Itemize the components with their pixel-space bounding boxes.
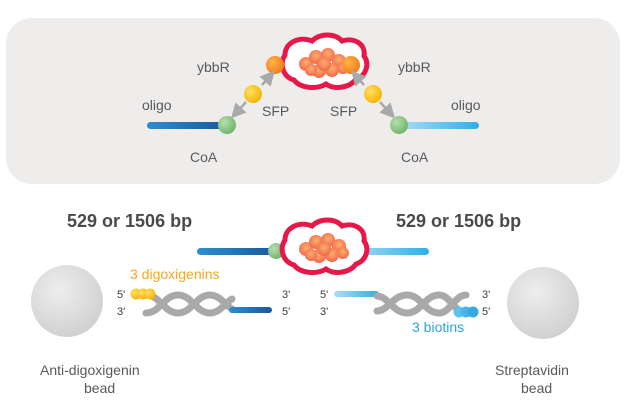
right-bead-label-line2: bead bbox=[521, 380, 553, 396]
arrow-right-up bbox=[351, 70, 367, 87]
arrow-left-up bbox=[259, 70, 275, 87]
ybbr-tag-right bbox=[342, 56, 360, 74]
coa-right bbox=[390, 116, 408, 134]
sfp-label-left: SFP bbox=[262, 103, 290, 119]
end-label-right-3b: 3' bbox=[482, 289, 491, 301]
bp-label-right: 529 or 1506 bp bbox=[396, 211, 522, 231]
top-protein-complex bbox=[266, 32, 370, 90]
anti-digoxigenin-bead bbox=[31, 265, 103, 337]
top-panel bbox=[6, 18, 620, 184]
end-label-right-5b: 5' bbox=[482, 306, 491, 318]
right-handle-overhang bbox=[334, 291, 379, 297]
end-label-left-5b: 5' bbox=[282, 306, 291, 318]
oligo-label-left: oligo bbox=[142, 97, 172, 113]
sfp-right bbox=[364, 85, 382, 103]
ybbr-label-right: ybbR bbox=[398, 59, 431, 75]
end-label-left-3a: 3' bbox=[117, 306, 126, 318]
tether-dark bbox=[197, 248, 277, 255]
arrow-left-down bbox=[230, 101, 247, 119]
left-bead-label-line1: Anti-digoxigenin bbox=[40, 362, 140, 378]
right-helix bbox=[373, 291, 470, 317]
end-label-right-5a: 5' bbox=[320, 289, 329, 301]
sfp-left bbox=[244, 85, 262, 103]
biotin-cluster bbox=[453, 306, 479, 318]
right-bead-label-line1: Streptavidin bbox=[495, 362, 569, 378]
left-construct bbox=[147, 70, 275, 134]
oligo-label-right: oligo bbox=[451, 97, 481, 113]
biotins-label: 3 biotins bbox=[412, 319, 465, 335]
coa-left bbox=[218, 116, 236, 134]
coa-label-left: CoA bbox=[190, 149, 218, 165]
oligo-right bbox=[399, 122, 479, 129]
sfp-label-right: SFP bbox=[330, 103, 358, 119]
coa-label-right: CoA bbox=[401, 149, 429, 165]
oligo-left bbox=[147, 122, 227, 129]
tether-protein-blob bbox=[299, 233, 349, 263]
bottom-tether bbox=[197, 217, 429, 275]
left-handle-overhang bbox=[229, 307, 272, 313]
left-dna-handle bbox=[130, 288, 272, 317]
digoxigenin-cluster bbox=[130, 288, 156, 300]
left-bead-label-line2: bead bbox=[84, 380, 116, 396]
ybbr-label-left: ybbR bbox=[197, 59, 230, 75]
right-construct bbox=[351, 70, 479, 134]
digoxigenins-label: 3 digoxigenins bbox=[130, 266, 220, 282]
end-label-left-5a: 5' bbox=[117, 289, 126, 301]
end-label-right-3a: 3' bbox=[320, 306, 329, 318]
bp-label-left: 529 or 1506 bp bbox=[67, 211, 193, 231]
left-helix bbox=[142, 291, 236, 317]
streptavidin-bead bbox=[507, 267, 579, 339]
ybbr-tag-left bbox=[266, 56, 284, 74]
right-dna-handle bbox=[334, 291, 479, 318]
end-label-left-3b: 3' bbox=[282, 289, 291, 301]
arrow-right-down bbox=[379, 101, 396, 119]
